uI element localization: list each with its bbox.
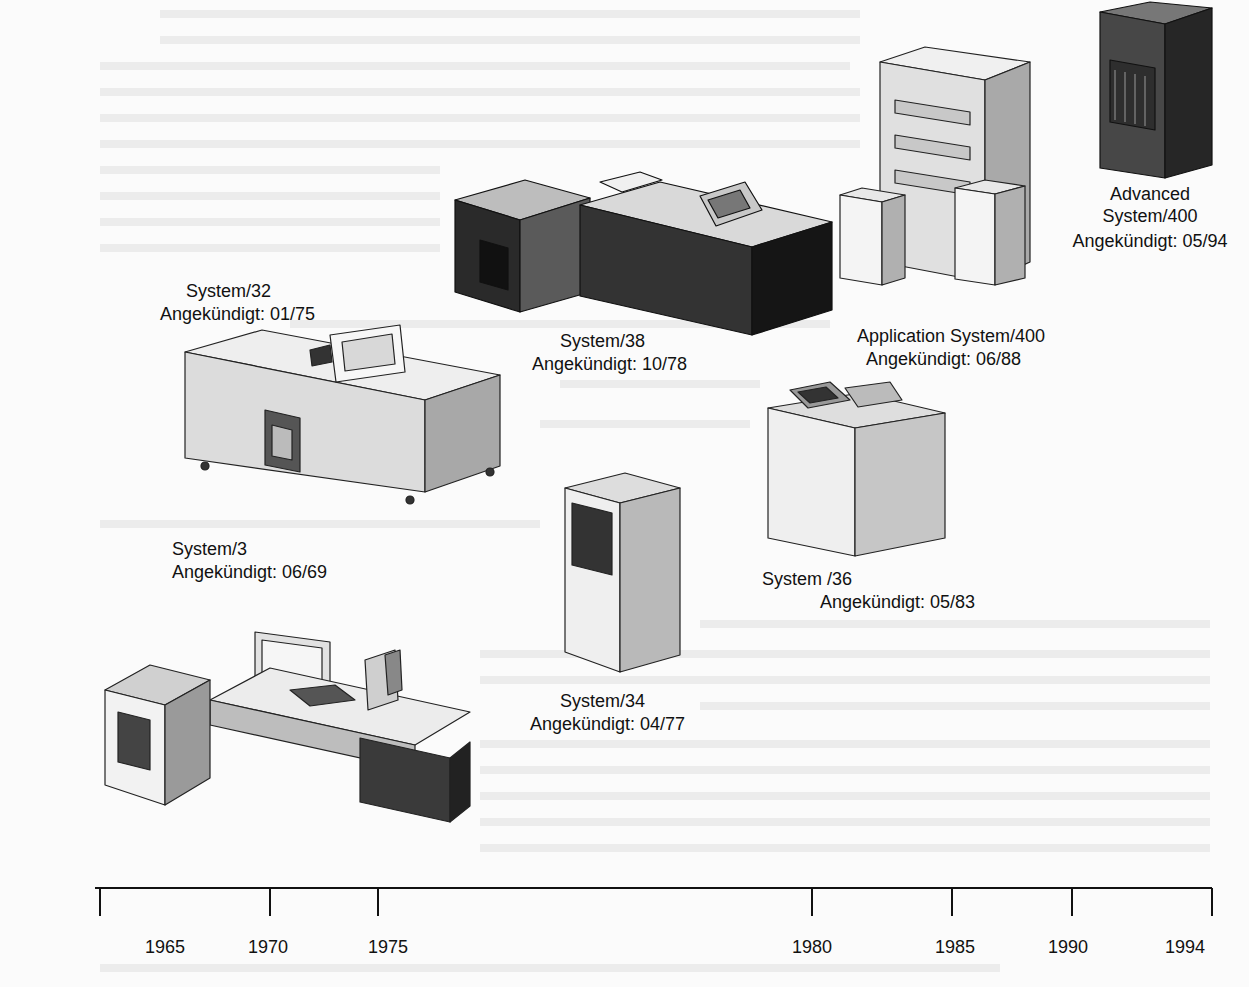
bleed-through: [100, 10, 1210, 972]
system-38-figure: [455, 172, 832, 335]
announce-date: Angekündigt: 05/94: [1072, 230, 1227, 252]
announce-date: Angekündigt: 04/77: [530, 713, 685, 735]
as400-figure: [840, 47, 1030, 285]
announce-date: Angekündigt: 01/75: [160, 303, 315, 325]
system-3-figure: [105, 632, 470, 822]
year-label: 1990: [1048, 936, 1088, 958]
announce-date: Angekündigt: 06/69: [172, 561, 327, 583]
model-name: System /36: [762, 568, 852, 590]
year-label: 1975: [368, 936, 408, 958]
year-label: 1985: [935, 936, 975, 958]
announce-date: Angekündigt: 10/78: [532, 353, 687, 375]
announce-date: Angekündigt: 06/88: [866, 348, 1021, 370]
year-label: 1980: [792, 936, 832, 958]
advanced-as400-figure: [1100, 2, 1212, 178]
model-name: Advanced System/400: [1085, 183, 1215, 227]
model-name: System/34: [560, 690, 645, 712]
timeline-axis: [95, 888, 1212, 916]
model-name: System/38: [560, 330, 645, 352]
system-32-figure: [185, 325, 500, 504]
year-label: 1965: [145, 936, 185, 958]
system-36-figure: [768, 382, 945, 556]
model-name: System/32: [186, 280, 271, 302]
announce-date: Angekündigt: 05/83: [820, 591, 975, 613]
model-name: Application System/400: [857, 325, 1045, 347]
year-label: 1994: [1165, 936, 1205, 958]
system-34-figure: [565, 473, 680, 672]
year-label: 1970: [248, 936, 288, 958]
model-name: System/3: [172, 538, 247, 560]
